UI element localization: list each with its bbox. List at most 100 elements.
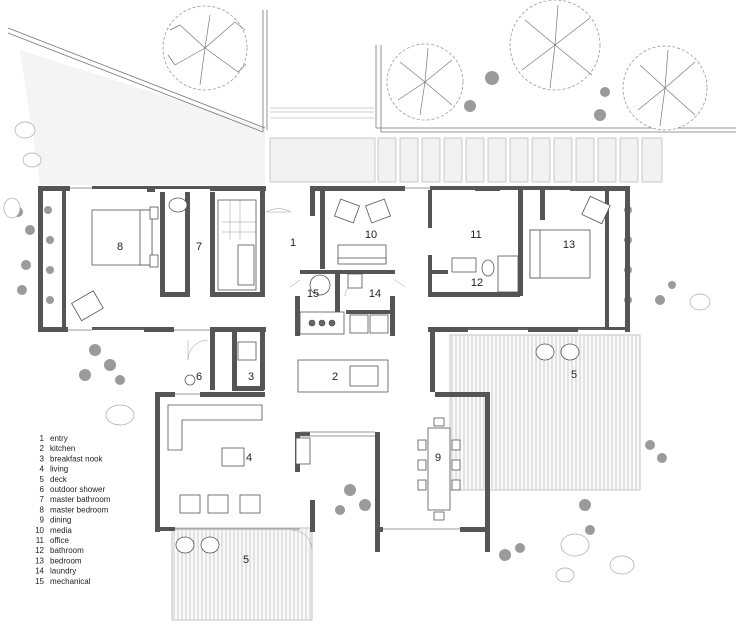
legend-row: 1 entry (40, 434, 68, 443)
paver-path (269, 137, 663, 183)
label-breakfast-nook: 3 (248, 371, 254, 383)
legend-number: 5 (40, 475, 45, 484)
legend-number: 13 (35, 556, 44, 565)
tree-icon (386, 43, 464, 121)
legend-number: 3 (40, 454, 45, 463)
label-master-bedroom: 8 (117, 241, 123, 253)
label-mechanical: 15 (307, 288, 319, 300)
legend-row: 5 deck (40, 475, 68, 484)
legend-number: 9 (40, 516, 45, 525)
legend-number: 12 (35, 546, 44, 555)
legend-number: 14 (35, 567, 44, 576)
legend-row: 14 laundry (35, 567, 76, 576)
tree-icon (162, 5, 248, 91)
legend-room-name: mechanical (50, 577, 91, 586)
legend-row: 11 office (36, 536, 70, 545)
legend-room-name: media (50, 526, 72, 535)
rock-group (3, 121, 711, 583)
site-landscape (3, 0, 736, 583)
legend-number: 15 (35, 577, 44, 586)
coffee-table (221, 447, 245, 467)
room-legend: 1 entry 2 kitchen 3 breakfast nook 4 living 5 dec… (35, 434, 111, 586)
legend-row: 13 bedroom (35, 556, 82, 565)
armchair-icon (179, 494, 201, 514)
legend-row: 3 breakfast nook (40, 454, 104, 463)
label-deck-south: 5 (243, 554, 249, 566)
tree-icon (509, 0, 601, 91)
label-living: 4 (246, 452, 252, 464)
sofa-icon (337, 244, 387, 265)
glazing-lines (66, 187, 605, 530)
legend-row: 4 living (40, 465, 69, 474)
fence-line (380, 45, 736, 133)
legend-row: 8 master bedroom (40, 505, 109, 514)
gate-lines (270, 107, 374, 119)
fence-line (7, 32, 264, 133)
bedroom-bed (529, 229, 591, 279)
kitchen-counters (297, 311, 389, 393)
legend-row: 9 dining (40, 516, 72, 525)
legend-row: 12 bathroom (35, 546, 84, 555)
armchair-icon (365, 198, 391, 224)
fence-line (7, 27, 266, 129)
deck-south-boards (171, 527, 313, 621)
fence-line (375, 45, 736, 129)
legend-number: 2 (40, 444, 45, 453)
deck-east-boards (449, 334, 641, 491)
legend-room-name: bedroom (50, 556, 82, 565)
label-bedroom: 13 (563, 239, 575, 251)
label-master-bathroom: 7 (196, 241, 202, 253)
legend-number: 10 (35, 526, 44, 535)
label-outdoor-shower: 6 (196, 371, 202, 383)
armchair-icon (334, 198, 360, 224)
label-kitchen: 2 (332, 371, 338, 383)
deck-chairs (175, 343, 580, 554)
label-entry: 1 (290, 237, 296, 249)
legend-room-name: office (50, 536, 70, 545)
nook-table (237, 341, 257, 361)
label-deck-east: 5 (571, 369, 577, 381)
legend-room-name: kitchen (50, 444, 75, 453)
outdoor-shower (184, 374, 196, 386)
label-office: 11 (470, 229, 481, 241)
legend-room-name: breakfast nook (50, 454, 103, 463)
armchair-icon (581, 195, 611, 225)
legend-row: 10 media (35, 526, 72, 535)
armchair-icon (207, 494, 229, 514)
legend-room-name: dining (50, 516, 71, 525)
legend-room-name: laundry (50, 567, 76, 576)
legend-room-name: bathroom (50, 546, 84, 555)
legend-room-name: entry (50, 434, 68, 443)
legend-room-name: living (50, 465, 68, 474)
label-laundry: 14 (369, 288, 381, 300)
mechanical-equipment (309, 273, 389, 334)
legend-row: 6 outdoor shower (40, 485, 106, 494)
legend-number: 1 (40, 434, 45, 443)
armchair-icon (239, 494, 261, 514)
sofa-icon (167, 404, 263, 451)
legend-number: 6 (40, 485, 45, 494)
legend-number: 11 (36, 536, 45, 545)
armchair-icon (71, 290, 104, 322)
legend-room-name: outdoor shower (50, 485, 105, 494)
legend-number: 4 (40, 465, 45, 474)
bathroom-fixtures (168, 197, 257, 291)
dining-table (417, 417, 461, 521)
legend-row: 15 mechanical (35, 577, 91, 586)
gravel-area (20, 50, 265, 185)
legend-room-name: deck (50, 475, 68, 484)
room-labels: 8 7 1 10 11 13 12 15 14 2 3 6 5 4 9 5 (117, 229, 577, 566)
exterior-walls (38, 186, 630, 552)
bathroom-fixtures (451, 255, 519, 293)
legend-number: 8 (40, 505, 45, 514)
tree-icon (622, 45, 708, 131)
label-media: 10 (365, 229, 377, 241)
legend-row: 2 kitchen (40, 444, 76, 453)
label-bathroom: 12 (471, 277, 483, 289)
master-bed (91, 206, 159, 268)
legend-room-name: master bedroom (50, 505, 109, 514)
label-dining: 9 (435, 452, 441, 464)
furniture (71, 195, 611, 554)
